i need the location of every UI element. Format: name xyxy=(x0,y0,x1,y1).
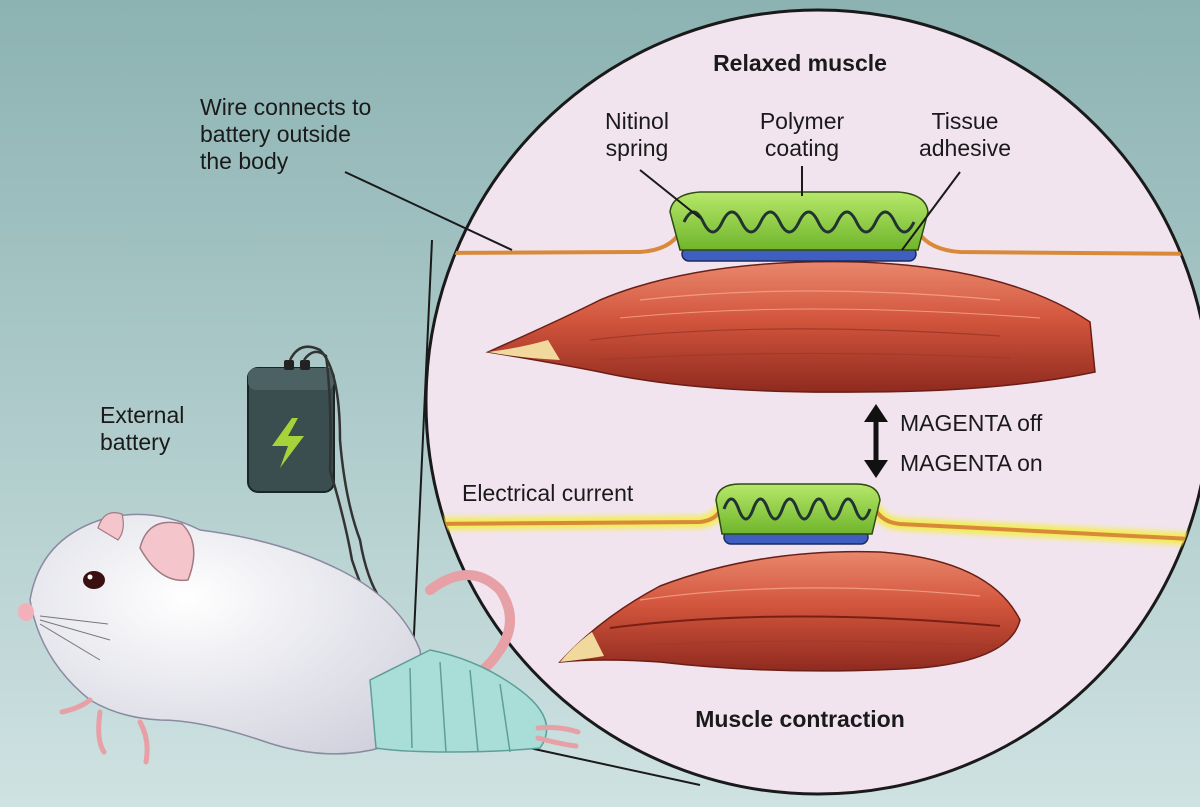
electrical-current-label: Electrical current xyxy=(462,480,634,506)
contracted-muscle xyxy=(558,550,1021,672)
relaxed-muscle xyxy=(485,260,1096,393)
contracted-implant xyxy=(715,483,881,545)
lightning-bolt-icon xyxy=(272,418,304,468)
muscle-contraction-title: Muscle contraction xyxy=(695,706,905,732)
toggle-arrow xyxy=(864,404,888,478)
polymer-label: Polymer coating xyxy=(759,108,845,161)
battery xyxy=(247,360,335,493)
rat-eye xyxy=(83,571,105,589)
wire-label: Wire connects to battery outside the bod… xyxy=(200,94,372,174)
nitinol-label: Nitinol spring xyxy=(605,108,669,161)
leader-nitinol xyxy=(639,169,701,219)
magenta-off-label: MAGENTA off xyxy=(900,410,1043,436)
leader-adhesive xyxy=(901,171,961,251)
adhesive-label: Tissue adhesive xyxy=(918,108,1012,161)
magenta-on-label: MAGENTA on xyxy=(900,450,1043,476)
relaxed-implant xyxy=(669,191,929,262)
relaxed-muscle-title: Relaxed muscle xyxy=(713,50,887,76)
rat xyxy=(18,512,581,765)
battery-label: External battery xyxy=(100,402,185,455)
magnified-circle xyxy=(424,8,1200,796)
leader-wire xyxy=(344,171,513,251)
leg-bandage xyxy=(369,649,548,753)
